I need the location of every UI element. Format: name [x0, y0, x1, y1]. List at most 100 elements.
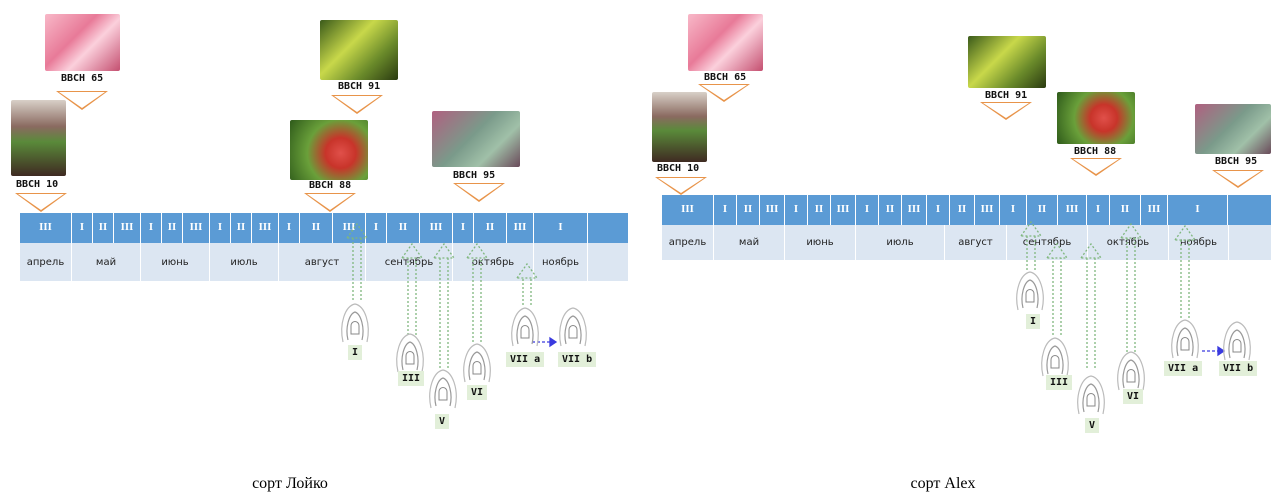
label-bbch-95: BBCH 95	[1215, 156, 1258, 167]
marker-triangle-inner	[334, 96, 380, 112]
month-cell: июль	[856, 225, 945, 260]
arrow-stage-I	[345, 222, 369, 300]
stage-label-VII-b: VII b	[1219, 361, 1258, 376]
decade-cell: III	[902, 195, 927, 225]
stage-arrows	[341, 222, 587, 409]
marker-triangle-inner	[59, 92, 105, 108]
label-bbch-65: BBCH 65	[61, 73, 104, 84]
stage-label-I: I	[348, 345, 363, 360]
decade-cell: II	[93, 213, 114, 243]
bud-icon	[1041, 337, 1069, 377]
label-bbch-65: BBCH 65	[704, 72, 747, 83]
arrow-stage-I	[1019, 220, 1043, 270]
arrow-stage-III	[1045, 242, 1069, 335]
arrow-stage-VI	[465, 242, 489, 342]
arrow-stage-V	[432, 242, 456, 368]
arrow-stage-VI	[1119, 222, 1143, 352]
decade-cell: I	[1000, 195, 1027, 225]
stage-label-VII-a: VII a	[1164, 361, 1203, 376]
photo-bbch-91	[968, 36, 1046, 88]
month-cell: август	[279, 243, 366, 281]
stage-label-V: V	[435, 414, 450, 429]
decade-cell: III	[20, 213, 72, 243]
decade-cell: II	[162, 213, 183, 243]
decade-cell: I	[1168, 195, 1228, 225]
month-cell: апрель	[662, 225, 714, 260]
arrow-stage-VII-a	[1173, 224, 1197, 318]
decade-cell: I	[534, 213, 588, 243]
photo-bbch-10	[11, 100, 66, 176]
marker-triangle-inner	[701, 85, 747, 100]
stage-label-VII-b: VII b	[558, 352, 597, 367]
caption-left: сорт Лойко	[252, 475, 328, 492]
decade-cell: III	[507, 213, 534, 243]
marker-triangle-inner	[1215, 171, 1261, 186]
decade-cell: III	[1141, 195, 1168, 225]
label-bbch-95: BBCH 95	[453, 170, 496, 181]
decade-row: III I II III I II III I II III I II III …	[662, 195, 1271, 225]
month-cell: сентябрь	[366, 243, 453, 281]
photo-bbch-10	[652, 92, 707, 162]
stage-label-VI: VI	[467, 385, 488, 400]
month-cell: ноябрь	[1169, 225, 1229, 260]
decade-cell: I	[141, 213, 162, 243]
arrow-stage-V	[1079, 242, 1103, 368]
decade-cell: I	[714, 195, 737, 225]
bud-icon	[1016, 271, 1044, 311]
bud-icon	[1223, 321, 1251, 361]
stage-label-VII-a: VII a	[506, 352, 545, 367]
marker-triangle-inner	[307, 194, 353, 210]
photo-bbch-95	[432, 111, 520, 167]
phenology-table: III I II III I II III I II III I II III …	[662, 195, 1271, 260]
decade-cell: II	[1027, 195, 1058, 225]
month-cell: ноябрь	[534, 243, 588, 281]
marker-triangle-inner	[983, 103, 1029, 118]
bud-icon	[1171, 319, 1199, 359]
decade-cell: II	[300, 213, 333, 243]
stage-arrows	[1016, 220, 1251, 415]
decade-cell: I	[1087, 195, 1110, 225]
decade-cell: I	[366, 213, 387, 243]
decade-cell: III	[183, 213, 210, 243]
month-cell: июнь	[141, 243, 210, 281]
photo-bbch-88	[290, 120, 368, 180]
decade-cell: III	[333, 213, 366, 243]
month-cell: июль	[210, 243, 279, 281]
decade-cell: III	[252, 213, 279, 243]
month-cell: октябрь	[453, 243, 534, 281]
label-bbch-91: BBCH 91	[985, 90, 1028, 101]
arrow-transition-VII	[532, 336, 558, 348]
month-cell: август	[945, 225, 1007, 260]
month-cell: сентябрь	[1007, 225, 1088, 260]
stage-label-VI: VI	[1123, 389, 1144, 404]
stage-label-III: III	[1046, 375, 1073, 390]
decade-cell: I	[453, 213, 474, 243]
label-bbch-88: BBCH 88	[1074, 146, 1117, 157]
decade-cell: II	[231, 213, 252, 243]
month-cell: май	[72, 243, 141, 281]
decade-cell: I	[856, 195, 879, 225]
photo-bbch-88	[1057, 92, 1135, 144]
label-bbch-91: BBCH 91	[338, 81, 381, 92]
bud-icon	[341, 303, 369, 343]
decade-cell: I	[210, 213, 231, 243]
photo-bbch-91	[320, 20, 398, 80]
decade-cell: I	[785, 195, 808, 225]
decade-cell: I	[279, 213, 300, 243]
caption-right: сорт Alex	[910, 475, 976, 492]
decade-cell: III	[831, 195, 856, 225]
month-cell: июнь	[785, 225, 856, 260]
month-cell: апрель	[20, 243, 72, 281]
marker-triangle-inner	[1073, 159, 1119, 174]
decade-cell: III	[420, 213, 453, 243]
decade-cell: II	[474, 213, 507, 243]
bud-icon	[463, 343, 491, 383]
marker-triangle-inner	[18, 194, 64, 210]
month-cell: май	[714, 225, 785, 260]
decade-cell: I	[927, 195, 950, 225]
decade-cell: III	[1058, 195, 1087, 225]
photo-bbch-65	[688, 14, 763, 71]
decade-cell: III	[760, 195, 785, 225]
decade-cell: II	[737, 195, 760, 225]
decade-cell: II	[950, 195, 975, 225]
